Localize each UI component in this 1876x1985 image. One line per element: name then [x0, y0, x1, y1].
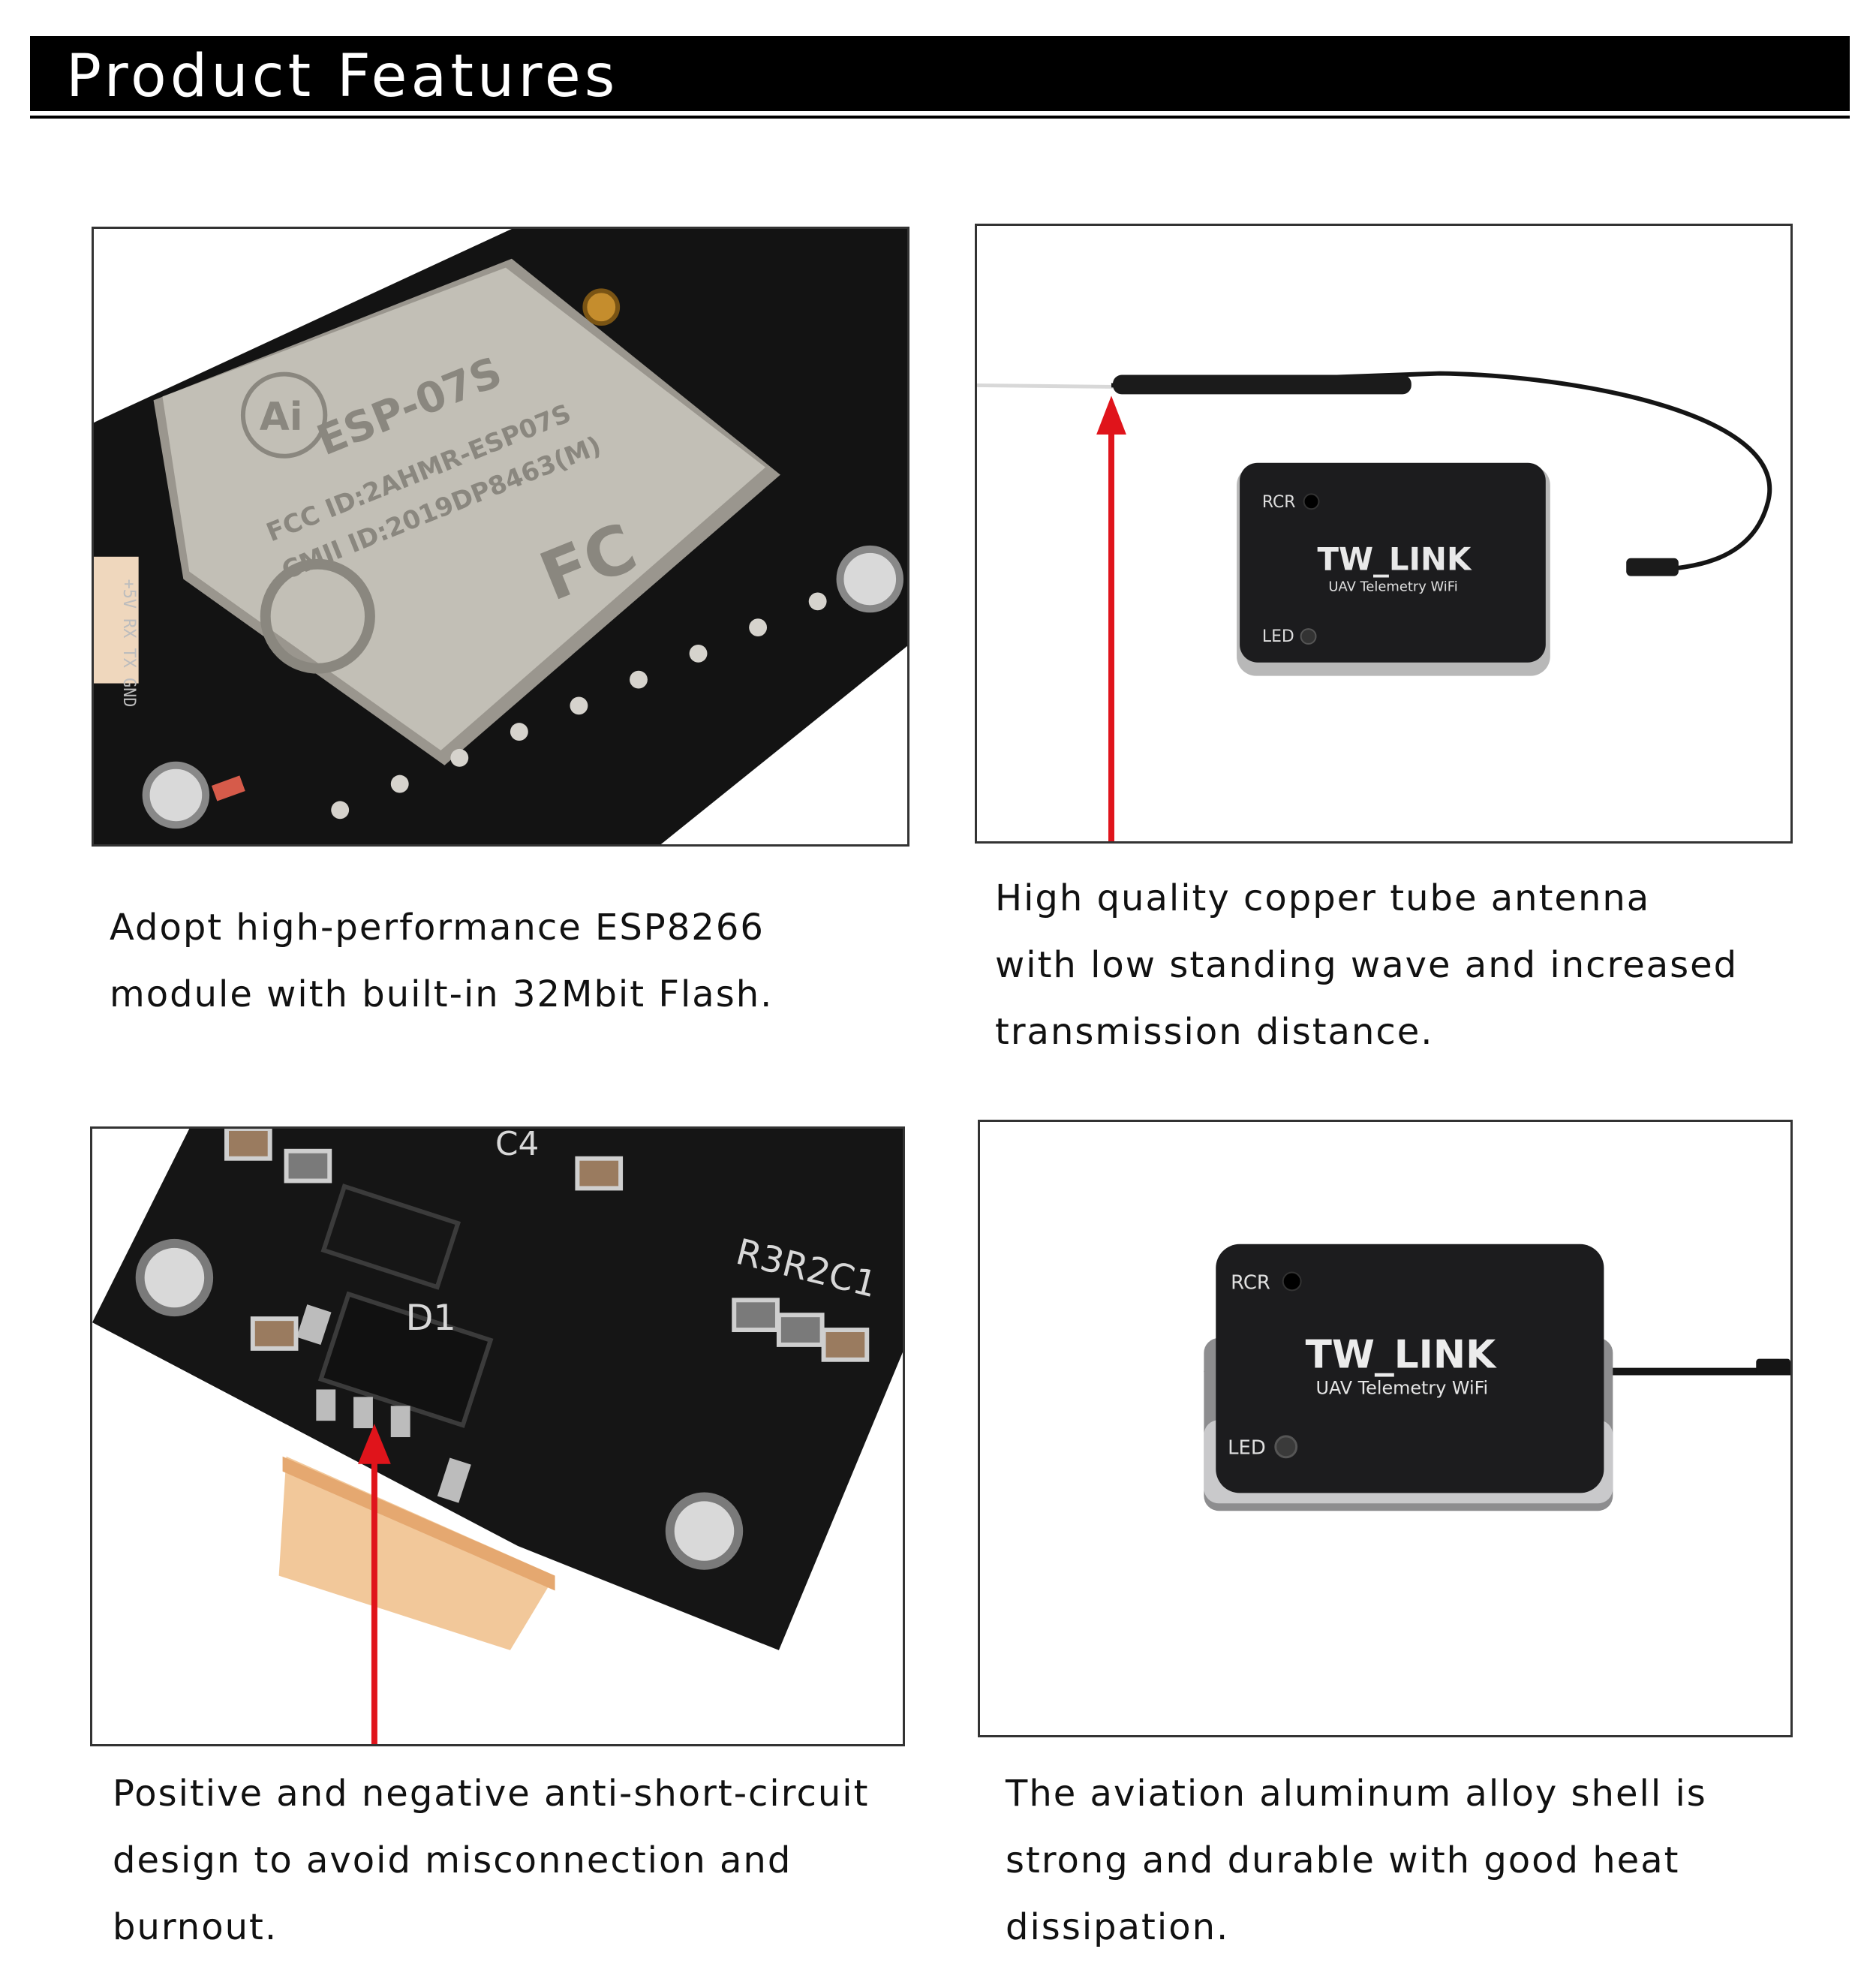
- caption-line: The aviation aluminum alloy shell is: [1006, 1773, 1707, 1815]
- caption-line: strong and durable with good heat: [1006, 1839, 1680, 1881]
- caption-line: Adopt high-performance ESP8266: [110, 907, 765, 949]
- feature-caption-antenna: High quality copper tube antenna with lo…: [995, 865, 1738, 1066]
- header-bar: [30, 36, 1850, 111]
- led-label: LED: [1262, 627, 1294, 646]
- pcb-label-d1: D1: [406, 1298, 456, 1339]
- caption-line: dissipation.: [1006, 1906, 1230, 1948]
- led-label: LED: [1228, 1437, 1266, 1460]
- caption-line: transmission distance.: [995, 1011, 1434, 1053]
- antenna-device-photo: RCR TW_LINK UAV Telemetry WiFi LED: [975, 224, 1793, 844]
- feature-caption-protection: Positive and negative anti-short-circuit…: [113, 1761, 869, 1961]
- device-subtitle: UAV Telemetry WiFi: [1328, 579, 1457, 594]
- header-divider: [30, 116, 1850, 119]
- esp-module-photo: Ai ESP-07S FCC ID:2AHMR-ESP07S CMII ID:2…: [92, 227, 909, 847]
- caption-line: High quality copper tube antenna: [995, 877, 1651, 919]
- chip-logo: Ai: [260, 395, 303, 440]
- page-title: Product Features: [66, 43, 619, 110]
- caption-line: design to avoid misconnection and: [113, 1839, 792, 1881]
- caption-line: burnout.: [113, 1906, 278, 1948]
- caption-line: module with built-in 32Mbit Flash.: [110, 973, 774, 1015]
- rcr-label: RCR: [1262, 493, 1296, 512]
- protection-circuit-photo: D1 R3R2C1 C4: [90, 1126, 905, 1746]
- pcb-label-c4: C4: [495, 1129, 539, 1163]
- caption-line: Positive and negative anti-short-circuit: [113, 1773, 870, 1815]
- device-brand: TW_LINK: [1306, 1333, 1498, 1378]
- device-brand: TW_LINK: [1317, 541, 1472, 578]
- pin-label: +5V RX TX GND: [119, 579, 138, 708]
- device-subtitle: UAV Telemetry WiFi: [1316, 1377, 1489, 1398]
- caption-line: with low standing wave and increased: [995, 944, 1739, 986]
- rcr-label: RCR: [1231, 1271, 1270, 1294]
- feature-caption-shell: The aviation aluminum alloy shell is str…: [1006, 1761, 1707, 1961]
- aluminum-shell-photo: RCR TW_LINK UAV Telemetry WiFi LED: [978, 1120, 1793, 1737]
- feature-caption-esp: Adopt high-performance ESP8266 module wi…: [110, 895, 773, 1028]
